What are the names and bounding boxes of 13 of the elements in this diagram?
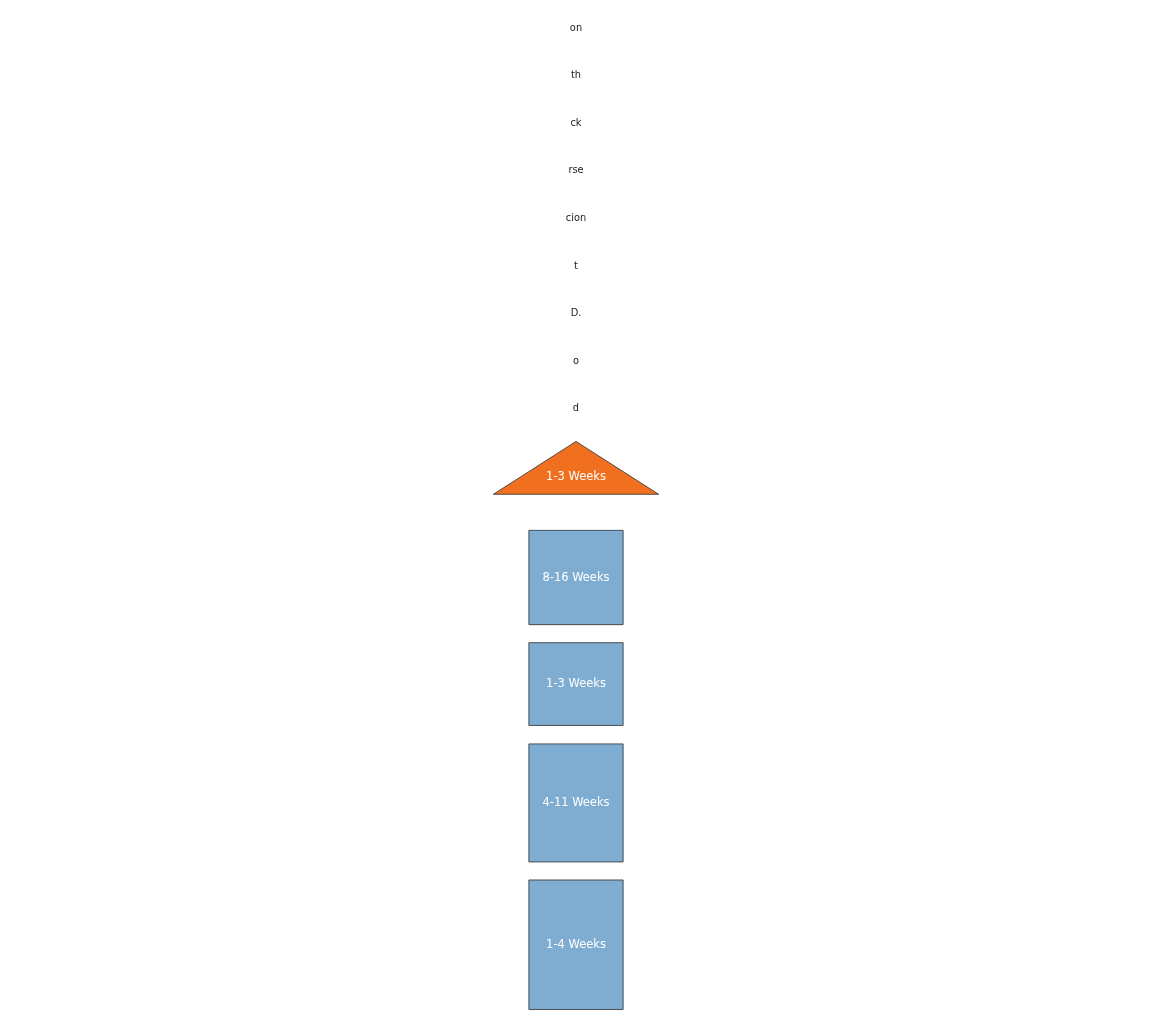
label: th bbox=[570, 69, 582, 81]
label: ck bbox=[570, 116, 582, 128]
label: d bbox=[572, 402, 580, 414]
node-box: 1-4 Weeks bbox=[528, 879, 624, 1010]
node-box: 8-16 Weeks bbox=[528, 529, 624, 626]
label: cion bbox=[565, 211, 587, 223]
label: o bbox=[572, 354, 580, 366]
node-box: 4-11 Weeks bbox=[528, 743, 624, 863]
node-box: 1-3 Weeks bbox=[528, 642, 624, 726]
label: rse bbox=[568, 164, 584, 176]
label: D. bbox=[570, 307, 582, 319]
label: t bbox=[574, 259, 578, 271]
label: on bbox=[569, 21, 583, 33]
